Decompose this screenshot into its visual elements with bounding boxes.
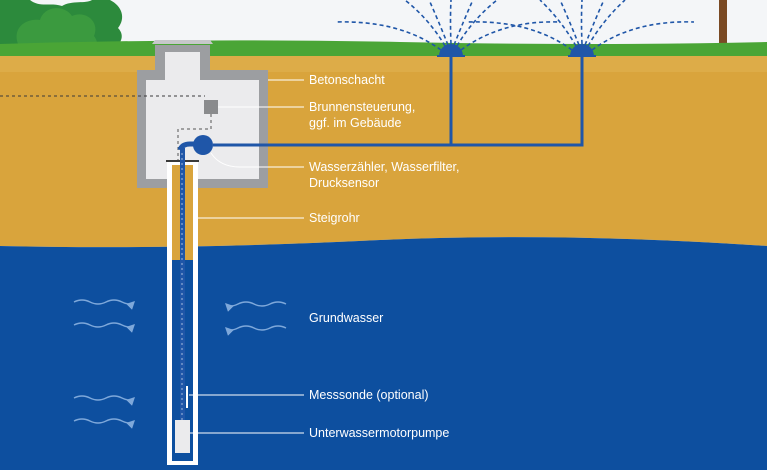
concrete-shaft <box>137 40 268 188</box>
tree-icon <box>0 0 123 48</box>
supply-pipe <box>213 52 584 147</box>
label-steigrohr: Steigrohr <box>309 211 360 225</box>
label-wasserzaehler: Wasserzähler, Wasserfilter, <box>309 160 460 174</box>
wave-arrow-icon <box>73 299 287 429</box>
sky <box>0 0 767 48</box>
water-meter-icon <box>193 135 213 155</box>
label-brunnensteuerung: Brunnensteuerung, <box>309 100 415 114</box>
sprinkler-icon <box>467 0 695 57</box>
tree-trunk <box>719 0 727 48</box>
label-brunnensteuerung-line2: ggf. im Gebäude <box>309 116 401 130</box>
label-pumpe: Unterwassermotorpumpe <box>309 426 449 440</box>
label-messsonde: Messsonde (optional) <box>309 388 429 402</box>
sprinkler-icon <box>334 0 561 57</box>
riser-pipe <box>180 148 185 420</box>
label-wasserzaehler-line2: Drucksensor <box>309 176 379 190</box>
pump-icon <box>175 420 190 453</box>
leader-lines <box>189 79 304 434</box>
control-box-icon <box>204 100 218 114</box>
label-grundwasser: Grundwasser <box>309 311 383 325</box>
label-betonschacht: Betonschacht <box>309 73 385 87</box>
